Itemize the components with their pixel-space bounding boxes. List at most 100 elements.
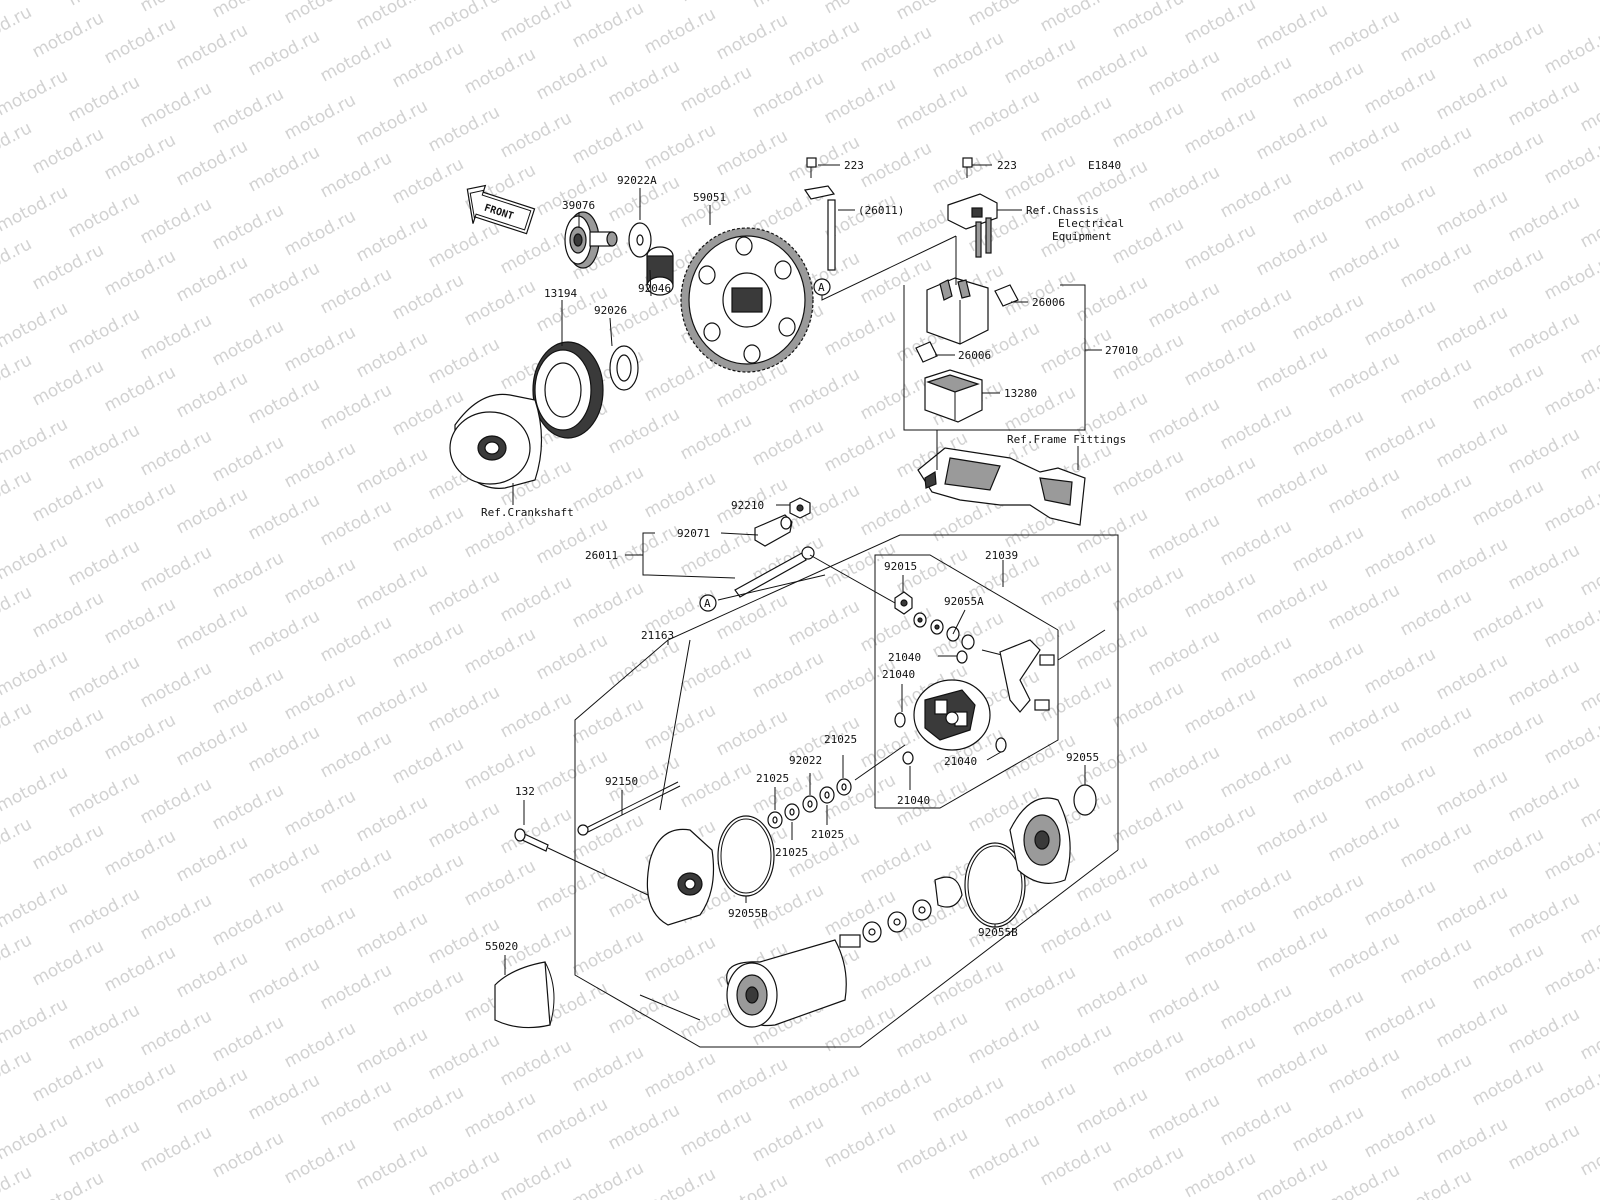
watermark-text-370: motod.ru bbox=[29, 820, 107, 874]
watermark-text-348: motod.ru bbox=[137, 774, 215, 828]
watermark-text-320: motod.ru bbox=[1505, 772, 1583, 826]
label-59051: 59051 bbox=[693, 191, 726, 204]
watermark-text-387: motod.ru bbox=[1253, 922, 1331, 976]
watermark-text-85: motod.ru bbox=[1505, 192, 1583, 246]
watermark-text-224: motod.ru bbox=[1361, 528, 1439, 582]
watermark-text-449: motod.ru bbox=[641, 1048, 719, 1102]
watermark-text-169: motod.ru bbox=[785, 364, 863, 418]
watermark-text-377: motod.ru bbox=[533, 862, 611, 916]
watermark-text-182: motod.ru bbox=[29, 356, 107, 410]
watermark-text-438: motod.ru bbox=[1541, 1062, 1600, 1116]
watermark-text-300: motod.ru bbox=[65, 652, 143, 706]
watermark-text-295: motod.ru bbox=[1397, 702, 1475, 756]
watermark-text-470: motod.ru bbox=[461, 1088, 539, 1142]
label-92055b-front: 92055B bbox=[978, 926, 1018, 939]
watermark-text-34: motod.ru bbox=[1217, 52, 1295, 106]
watermark-text-353: motod.ru bbox=[497, 804, 575, 858]
watermark-text-49: motod.ru bbox=[605, 56, 683, 110]
watermark-text-230: motod.ru bbox=[101, 478, 179, 532]
watermark-text-316: motod.ru bbox=[1217, 748, 1295, 802]
watermark-text-484: motod.ru bbox=[0, 1110, 71, 1164]
watermark-text-25: motod.ru bbox=[569, 0, 647, 52]
watermark-text-109: motod.ru bbox=[1541, 250, 1600, 304]
armature bbox=[727, 935, 860, 1027]
label-13194: 13194 bbox=[544, 287, 577, 300]
watermark-text-428: motod.ru bbox=[821, 1002, 899, 1056]
watermark-text-448: motod.ru bbox=[569, 1042, 647, 1096]
watermark-text-352: motod.ru bbox=[425, 798, 503, 852]
watermark-text-72: motod.ru bbox=[569, 114, 647, 168]
watermark-text-286: motod.ru bbox=[749, 648, 827, 702]
watermark-text-397: motod.ru bbox=[281, 902, 359, 956]
label-92022: 92022 bbox=[789, 754, 822, 767]
watermark-text-234: motod.ru bbox=[389, 502, 467, 556]
watermark-text-68: motod.ru bbox=[281, 90, 359, 144]
watermark-text-264: motod.ru bbox=[857, 602, 935, 656]
watermark-text-469: motod.ru bbox=[389, 1082, 467, 1136]
watermark-text-193: motod.ru bbox=[821, 422, 899, 476]
watermark-text-405: motod.ru bbox=[857, 950, 935, 1004]
watermark-text-186: motod.ru bbox=[317, 380, 395, 434]
watermark-text-185: motod.ru bbox=[245, 374, 323, 428]
watermark-text-303: motod.ru bbox=[281, 670, 359, 724]
watermark-text-105: motod.ru bbox=[1253, 226, 1331, 280]
watermark-text-164: motod.ru bbox=[425, 334, 503, 388]
watermark-text-396: motod.ru bbox=[209, 896, 287, 950]
watermark-text-364: motod.ru bbox=[1289, 870, 1367, 924]
watermark-text-458: motod.ru bbox=[1289, 1102, 1367, 1156]
watermark-text-284: motod.ru bbox=[605, 636, 683, 690]
watermark-text-318: motod.ru bbox=[1361, 760, 1439, 814]
watermark-text-465: motod.ru bbox=[101, 1058, 179, 1112]
label-21040-b: 21040 bbox=[882, 668, 915, 681]
watermark-text-137: motod.ru bbox=[173, 252, 251, 306]
watermark-text-231: motod.ru bbox=[173, 484, 251, 538]
watermark-text-410: motod.ru bbox=[1217, 980, 1295, 1034]
watermark-text-146: motod.ru bbox=[821, 306, 899, 360]
watermark-text-95: motod.ru bbox=[533, 166, 611, 220]
watermark-text-441: motod.ru bbox=[65, 1000, 143, 1054]
watermark-text-351: motod.ru bbox=[353, 792, 431, 846]
watermark-text-233: motod.ru bbox=[317, 496, 395, 550]
watermark-text-115: motod.ru bbox=[281, 206, 359, 260]
watermark-text-117: motod.ru bbox=[425, 218, 503, 272]
starter-clutch-gear-59051 bbox=[681, 228, 813, 372]
watermark-text-309: motod.ru bbox=[713, 706, 791, 760]
watermark-text-123: motod.ru bbox=[857, 254, 935, 308]
watermark-text-385: motod.ru bbox=[1109, 910, 1187, 964]
watermark-text-447: motod.ru bbox=[497, 1036, 575, 1090]
watermark-text-273: motod.ru bbox=[1505, 656, 1583, 710]
watermark-text-304: motod.ru bbox=[353, 676, 431, 730]
watermark-text-306: motod.ru bbox=[497, 688, 575, 742]
watermark-text-490: motod.ru bbox=[425, 1146, 503, 1200]
watermark-text-389: motod.ru bbox=[1397, 934, 1475, 988]
label-21025-d: 21025 bbox=[775, 846, 808, 859]
watermark-text-488: motod.ru bbox=[281, 1134, 359, 1188]
watermark-text-278: motod.ru bbox=[173, 600, 251, 654]
watermark-text-106: motod.ru bbox=[1325, 232, 1403, 286]
label-223-left: 223 bbox=[844, 159, 864, 172]
crankshaft-rotor bbox=[450, 394, 542, 488]
watermark-text-84: motod.ru bbox=[1433, 186, 1511, 240]
watermark-text-161: motod.ru bbox=[209, 316, 287, 370]
starter-relay bbox=[927, 278, 988, 344]
label-ref-frame-fittings: Ref.Frame Fittings bbox=[1007, 433, 1126, 446]
watermark-text-307: motod.ru bbox=[569, 694, 647, 748]
one-way-clutch-13194 bbox=[533, 342, 603, 438]
watermark-text-28: motod.ru bbox=[785, 16, 863, 70]
watermark-text-446: motod.ru bbox=[425, 1030, 503, 1084]
watermark-text-191: motod.ru bbox=[677, 410, 755, 464]
watermark-text-478: motod.ru bbox=[1037, 1136, 1115, 1190]
label-92071: 92071 bbox=[677, 527, 710, 540]
ref-marker-a-bottom-label: A bbox=[704, 597, 711, 610]
watermark-text-326: motod.ru bbox=[245, 722, 323, 776]
watermark-text-418: motod.ru bbox=[101, 942, 179, 996]
watermark-text-127: motod.ru bbox=[1145, 278, 1223, 332]
watermark-text-317: motod.ru bbox=[1289, 754, 1367, 808]
watermark-text-202: motod.ru bbox=[1469, 476, 1547, 530]
watermark-text-31: motod.ru bbox=[1001, 34, 1079, 88]
label-21163: 21163 bbox=[641, 629, 674, 642]
watermark-text-276: motod.ru bbox=[29, 588, 107, 642]
washer-92026 bbox=[610, 346, 638, 390]
watermark-text-118: motod.ru bbox=[497, 224, 575, 278]
label-26006-top: 26006 bbox=[1032, 296, 1065, 309]
